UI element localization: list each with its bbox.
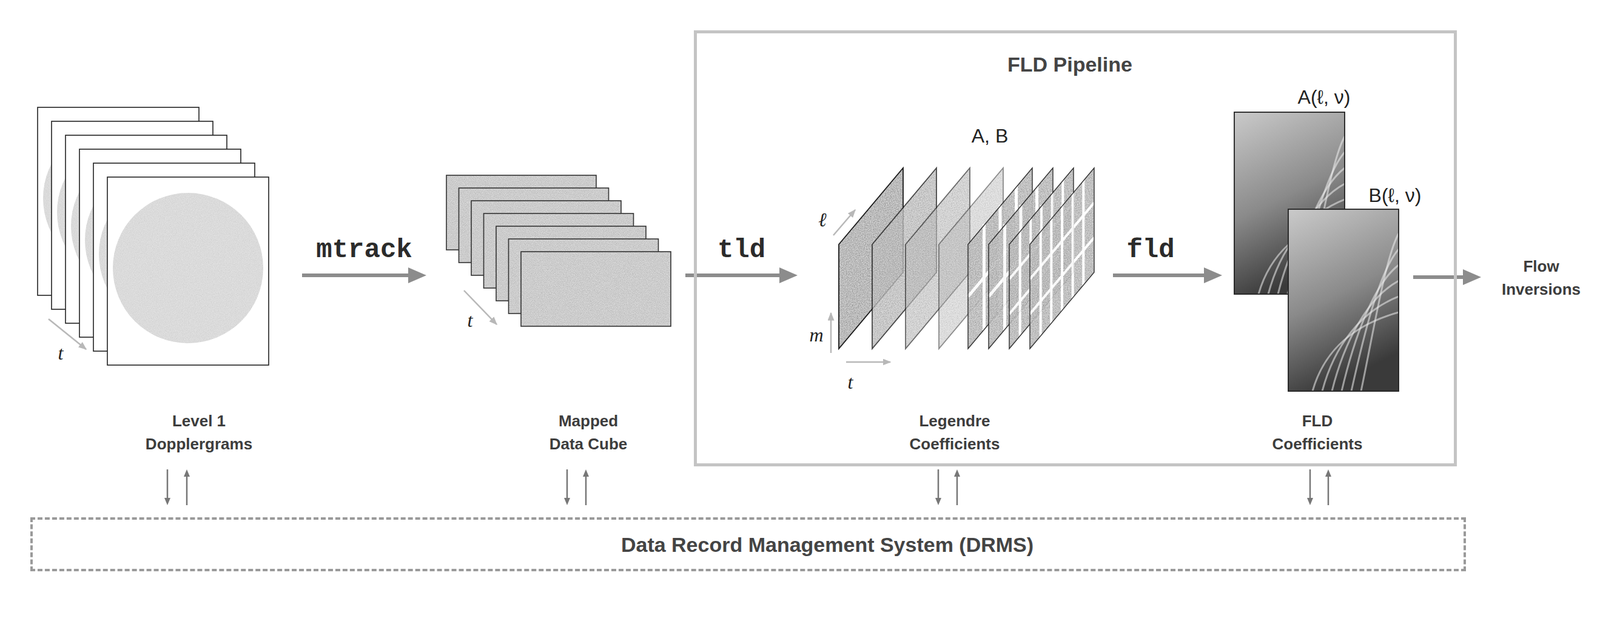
storage-arrow xyxy=(166,469,169,501)
storage-arrow xyxy=(585,474,588,506)
module-name: fld xyxy=(1126,234,1175,266)
dopplergram-frame xyxy=(107,177,269,366)
coefficient-label: B(ℓ, ν) xyxy=(1368,183,1422,207)
fld-spectra xyxy=(1234,112,1399,392)
storage-arrow xyxy=(937,469,940,501)
data-cube-stack xyxy=(446,175,671,327)
axis-label: t xyxy=(847,371,854,394)
storage-arrow xyxy=(566,469,569,501)
spectrum-panel xyxy=(1288,209,1399,392)
storage-arrow xyxy=(1327,474,1330,506)
coefficient-label: A, B xyxy=(971,124,1009,148)
flow-arrow xyxy=(1112,273,1210,278)
time-axis-arrow xyxy=(48,319,87,350)
stage-group: FLD Coefficients xyxy=(1225,84,1414,461)
flow-arrow xyxy=(302,273,414,278)
flow-arrow xyxy=(1413,275,1469,279)
stage-group: Legendre Coefficients xyxy=(806,121,1104,461)
axis-label: t xyxy=(58,342,64,364)
database-title: Data Record Management System (DRMS) xyxy=(621,531,1034,558)
cube-slice xyxy=(521,251,671,327)
stage-caption: Legendre Coefficients xyxy=(897,409,1013,456)
stage-group: Mapped Data Cube xyxy=(434,103,683,461)
stage-group: Level 1 Dopplergrams xyxy=(33,103,286,461)
coefficient-label: A(ℓ, ν) xyxy=(1297,85,1351,109)
order-axis-arrow xyxy=(830,312,833,353)
axis-label: ℓ xyxy=(818,208,827,231)
flow-arrow xyxy=(685,273,785,278)
storage-arrow xyxy=(956,474,959,506)
stage-caption: Level 1 Dopplergrams xyxy=(135,409,263,456)
legendre-tiles xyxy=(1029,168,1095,349)
stage-caption: Flow Inversions xyxy=(1495,254,1587,301)
legendre-stack xyxy=(830,168,1095,363)
dopplergram-stack xyxy=(37,107,269,366)
database-box: Data Record Management System (DRMS) xyxy=(30,517,1466,572)
storage-arrow xyxy=(1309,469,1312,501)
axis-label: m xyxy=(809,323,824,346)
module-name: tld xyxy=(717,234,766,266)
degree-axis-arrow xyxy=(833,209,856,236)
output-stage: Flow Inversions xyxy=(1493,253,1590,304)
pipeline-title: FLD Pipeline xyxy=(1007,51,1133,78)
time-axis-arrow xyxy=(846,361,891,364)
axis-label: t xyxy=(467,309,474,332)
stage-caption: Mapped Data Cube xyxy=(542,409,634,456)
module-name: mtrack xyxy=(315,234,412,266)
storage-arrow xyxy=(186,474,189,506)
stage-caption: FLD Coefficients xyxy=(1259,409,1375,456)
